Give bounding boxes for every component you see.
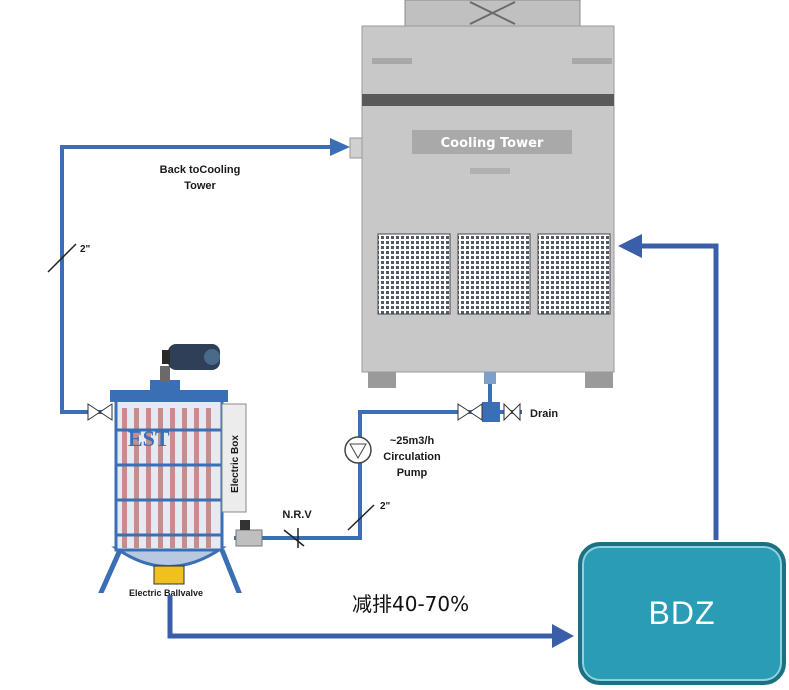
pump-label-line3: Pump (397, 467, 428, 479)
inlet-valve (87, 403, 113, 421)
pipe-size-mark-top (47, 243, 77, 273)
outlet-valve-actuator (240, 520, 250, 530)
pump-flow: ~25m3/h (390, 435, 435, 447)
cooling-tower-plate (412, 130, 572, 154)
return-label-line2: Tower (184, 180, 216, 192)
return-label-line1: Back toCooling (160, 164, 241, 176)
bdz-unit: BDZ (578, 542, 786, 685)
ball-valve-label: Electric Ballvalve (129, 588, 203, 598)
tower-louver-right (537, 233, 611, 315)
tower-louver-middle (457, 233, 531, 315)
pipe-size-mark-bottom (347, 504, 375, 531)
drain-assembly (457, 372, 522, 422)
arrow-to-tower (618, 234, 642, 258)
reduction-label: 减排40-70% (352, 592, 470, 616)
nrv-valve (283, 528, 305, 548)
drain-label: Drain (530, 408, 558, 420)
bdz-label: BDZ (648, 595, 716, 631)
pipe-size-bottom: 2" (380, 501, 391, 512)
return-pipe (60, 145, 336, 414)
outlet-fitting (235, 529, 263, 547)
motor (162, 344, 220, 370)
pipe-size-top: 2" (80, 244, 91, 255)
filter-vessel (97, 366, 243, 597)
bdz-flow-path (167, 243, 719, 639)
filter-brand: EST (128, 426, 170, 451)
cooling-tower: Cooling Tower (349, 0, 615, 388)
electric-box: Electric Box (221, 403, 247, 513)
tower-louver-left (377, 233, 451, 315)
electric-ball-valve (153, 565, 185, 585)
pump-label-line2: Circulation (383, 451, 441, 463)
bottom-mask (70, 593, 260, 607)
cooling-tower-label: Cooling Tower (441, 136, 544, 151)
circulation-pump (344, 436, 372, 464)
electric-box-label: Electric Box (230, 435, 241, 493)
supply-pipe (234, 378, 492, 540)
arrow-to-bdz (552, 624, 574, 648)
return-arrow (330, 138, 350, 156)
nrv-label: N.R.V (282, 509, 312, 521)
